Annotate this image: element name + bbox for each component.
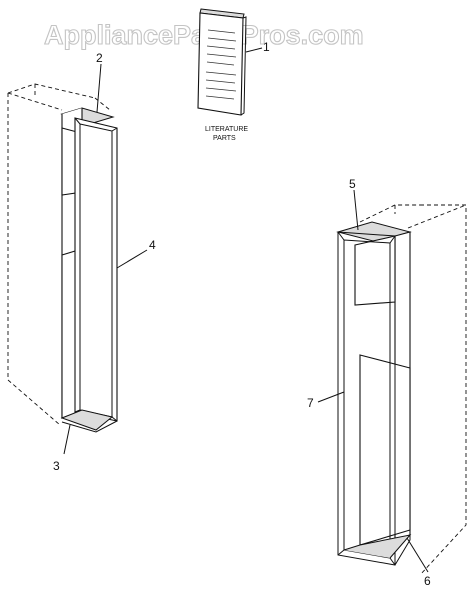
booklet-spine xyxy=(240,16,247,116)
literature-label-line1: LITERATURE xyxy=(205,126,248,133)
leader-lines xyxy=(63,47,429,573)
left-panel-assembly xyxy=(60,107,118,433)
callouts: 1 2 3 4 5 6 7 xyxy=(53,40,431,588)
right-panel-assembly xyxy=(336,221,412,566)
callout-4: 4 xyxy=(149,238,156,252)
callout-6: 6 xyxy=(424,574,431,588)
booklet-cover xyxy=(197,12,244,116)
right-bottom-shelf xyxy=(343,534,412,559)
right-upper-recess xyxy=(354,235,396,306)
literature-label-line2: PARTS xyxy=(213,135,236,142)
literature-booklet: LITERATURE PARTS xyxy=(197,8,248,142)
left-front-frame-outer xyxy=(74,117,118,422)
right-cabinet-outline xyxy=(359,204,467,576)
callout-7: 7 xyxy=(307,396,314,410)
callout-5: 5 xyxy=(349,177,356,191)
booklet-top-edge xyxy=(200,9,244,18)
booklet-text-lines xyxy=(205,29,237,100)
callout-2: 2 xyxy=(96,51,103,65)
callout-1: 1 xyxy=(263,40,270,54)
right-lower-recess xyxy=(359,354,411,546)
callout-3: 3 xyxy=(53,459,60,473)
left-bottom-shelf xyxy=(60,409,114,431)
